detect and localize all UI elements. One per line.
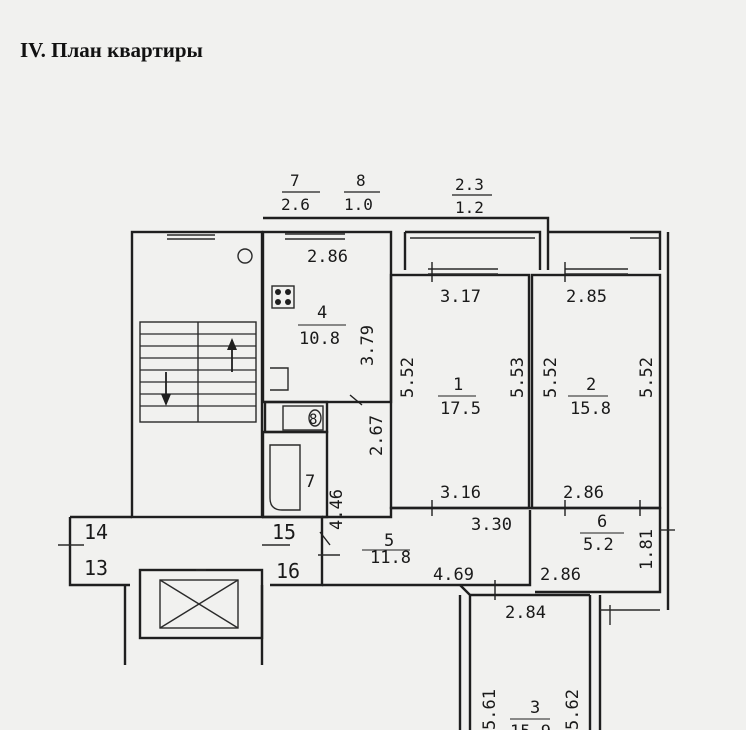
dim-room3-width: 2.84 xyxy=(505,603,546,623)
room-toilet: 8 xyxy=(263,400,329,434)
fraction-room-7: 7 2.6 xyxy=(281,171,320,214)
dim-kitchen-width: 2.86 xyxy=(307,247,348,267)
room-2-area: 15.8 xyxy=(570,399,611,419)
dim-toilet-depth: 2.67 xyxy=(367,415,387,456)
stairwell xyxy=(130,230,264,519)
fraction-room-8: 8 1.0 xyxy=(344,171,380,214)
toilet-icon xyxy=(308,409,322,427)
dimension-ticks xyxy=(319,262,641,600)
dim-room1-left: 5.52 xyxy=(398,357,418,398)
svg-text:1.0: 1.0 xyxy=(344,195,373,214)
room-3 xyxy=(458,593,660,730)
room-6-num: 6 xyxy=(597,512,607,532)
svg-text:1.2: 1.2 xyxy=(455,198,484,217)
svg-text:2.6: 2.6 xyxy=(281,195,310,214)
dim-hall-depth: 4.46 xyxy=(327,489,347,530)
dim-room3-left: 5.61 xyxy=(480,689,500,730)
dim-hall-bottom: 4.69 xyxy=(433,565,474,585)
dim-hall-width: 3.30 xyxy=(471,515,512,535)
room-6-area: 5.2 xyxy=(583,535,614,555)
stair-steps xyxy=(140,333,256,407)
room-8-num: 8 xyxy=(309,412,317,428)
dim-room6-width: 2.86 xyxy=(540,565,581,585)
stair-label-13: 13 xyxy=(84,556,108,580)
dim-room2-right: 5.52 xyxy=(637,357,657,398)
dim-room2-width: 2.85 xyxy=(566,287,607,307)
bathtub-icon xyxy=(269,444,301,511)
stair-label-16: 16 xyxy=(276,559,300,583)
room-2-num: 2 xyxy=(586,375,596,395)
room-4-num: 4 xyxy=(317,303,327,323)
room-3-area: 15.9 xyxy=(510,722,551,730)
svg-text:7: 7 xyxy=(290,171,300,190)
room-5-area: 11.8 xyxy=(370,548,411,568)
stair-label-15: 15 xyxy=(272,520,296,544)
room-6 xyxy=(532,506,675,594)
dim-room2-left: 5.52 xyxy=(541,357,561,398)
stair-label-14: 14 xyxy=(84,520,108,544)
dim-room2-bottom: 2.86 xyxy=(563,483,604,503)
dim-room3-right: 5.62 xyxy=(563,689,583,730)
stair-arrow-up-icon xyxy=(227,338,237,372)
svg-text:2.3: 2.3 xyxy=(455,175,484,194)
room-1-num: 1 xyxy=(453,375,463,395)
room-3-num: 3 xyxy=(530,698,540,718)
dim-room6-depth: 1.81 xyxy=(637,529,657,570)
room-4-area: 10.8 xyxy=(299,329,340,349)
riser-icon xyxy=(237,248,253,264)
room-5-num: 5 xyxy=(384,531,394,551)
room-bathroom: 7 xyxy=(261,430,329,519)
fraction-balcony: 2.3 1.2 xyxy=(452,175,492,217)
dim-room1-width: 3.17 xyxy=(440,287,481,307)
dim-room1-right: 5.53 xyxy=(508,357,528,398)
page-title: IV. План квартиры xyxy=(20,38,203,62)
sink-icon xyxy=(270,367,289,391)
svg-text:8: 8 xyxy=(356,171,366,190)
dim-room1-bottom: 3.16 xyxy=(440,483,481,503)
dim-kitchen-depth: 3.79 xyxy=(358,325,378,366)
elevator-icon xyxy=(123,568,264,665)
stair-arrow-down-icon xyxy=(161,372,171,406)
outer-walls xyxy=(263,216,670,610)
room-7-num: 7 xyxy=(305,472,315,492)
stove-icon xyxy=(271,285,295,309)
room-1-area: 17.5 xyxy=(440,399,481,419)
